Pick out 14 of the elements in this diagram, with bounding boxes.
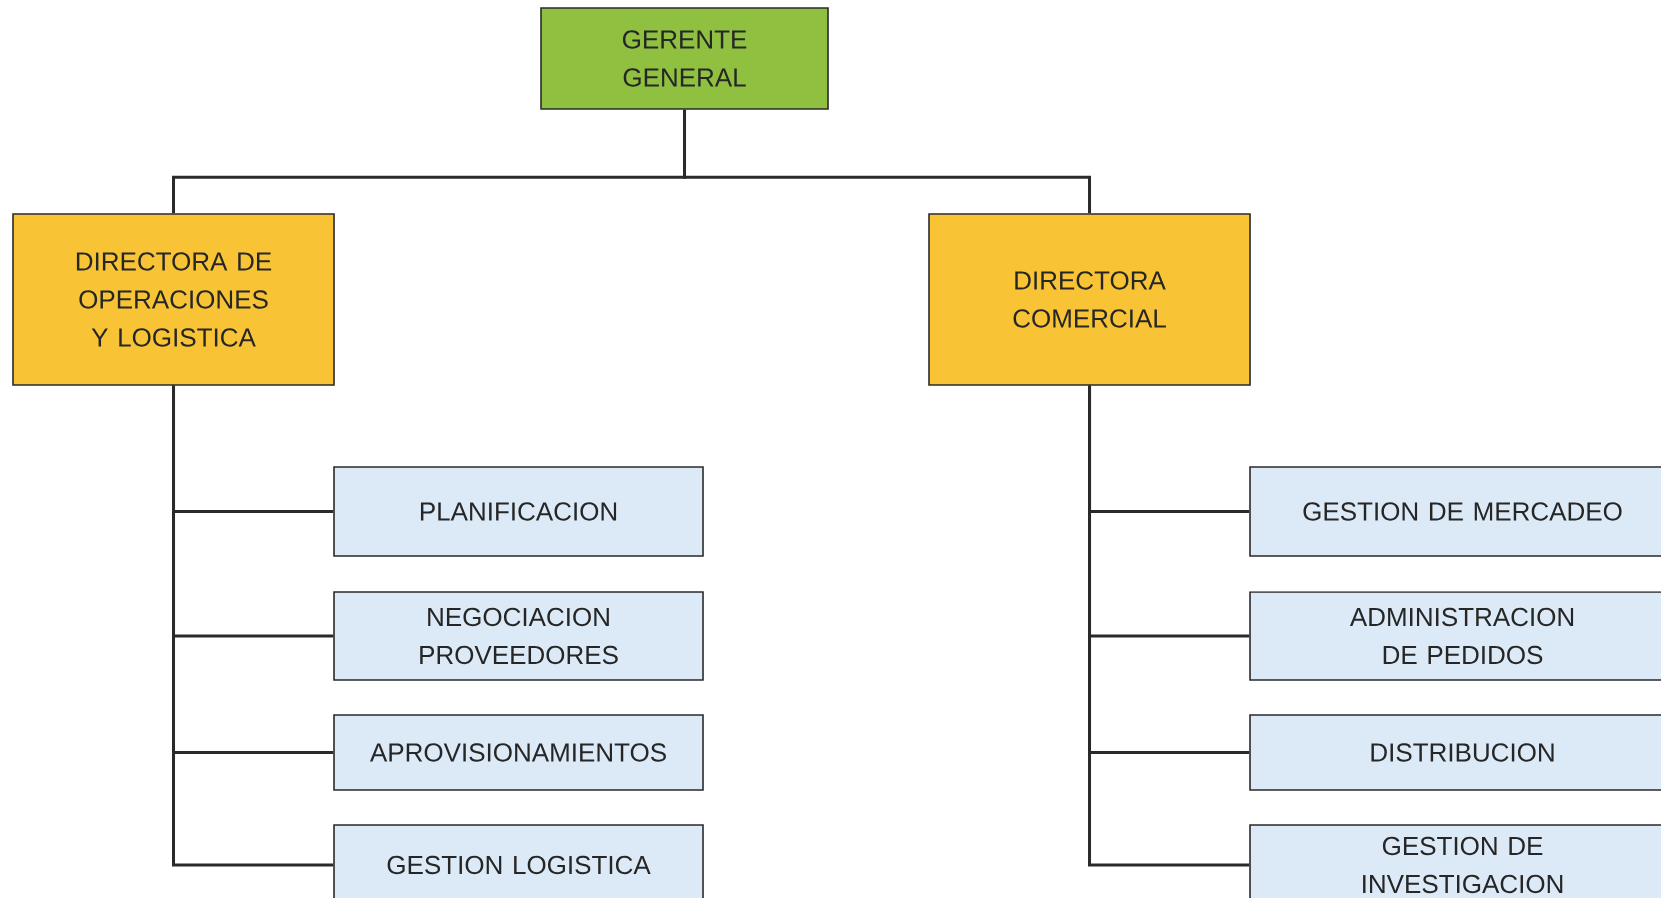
department-box: NEGOCIACION PROVEEDORES (333, 591, 704, 681)
department-box: GESTION DE INVESTIGACION (1249, 824, 1661, 898)
department-box: GESTION LOGISTICA (333, 824, 704, 898)
department-box: PLANIFICACION (333, 466, 704, 557)
connector-line (172, 385, 334, 867)
department-box: DISTRIBUCION (1249, 714, 1661, 791)
manager-box: GERENTE GENERAL (540, 7, 829, 110)
department-box: APROVISIONAMIENTOS (333, 714, 704, 791)
department-box: GESTION DE MERCADEO (1249, 466, 1661, 557)
director-box: DIRECTORA COMERCIAL (928, 213, 1251, 386)
connector-line (683, 109, 1091, 214)
connector-line (1088, 385, 1250, 867)
department-box: ADMINISTRACION DE PEDIDOS (1249, 591, 1661, 681)
director-box: DIRECTORA DE OPERACIONES Y LOGISTICA (12, 213, 335, 386)
